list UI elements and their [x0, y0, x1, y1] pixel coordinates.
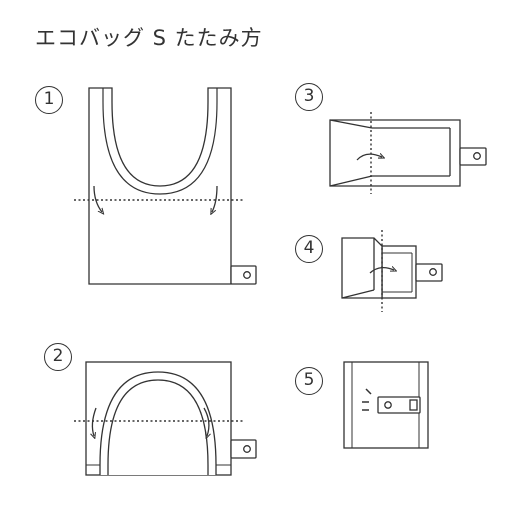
step-2-bag — [74, 361, 257, 476]
step-5-number: 5 — [295, 367, 323, 395]
step-1-arrow-left — [93, 185, 102, 212]
step-4-tab — [415, 263, 443, 282]
step-1-tab-hole — [243, 271, 251, 279]
step-4-tab-hole — [429, 268, 437, 276]
step-3-number: 3 — [295, 83, 323, 111]
step-4-number: 4 — [295, 235, 323, 263]
page-title: エコバッグ S たたみ方 — [35, 26, 263, 50]
step-1-number: 1 — [35, 86, 63, 114]
step-4-bag — [341, 230, 443, 312]
step-3-bag — [329, 112, 487, 194]
step-4-arrow — [369, 268, 394, 274]
step-2-arrow-right — [203, 407, 209, 436]
step-1-arrow-right — [212, 185, 218, 212]
step-3-tab-hole — [473, 152, 481, 160]
step-5-tab-hole — [384, 401, 392, 409]
step-3-arrow — [356, 154, 382, 161]
step-3-tab — [459, 147, 487, 166]
step-5-bag — [343, 361, 429, 449]
step-2-arrow-left — [92, 407, 97, 436]
step-5-snap-marks — [362, 388, 372, 411]
step-1-bag — [74, 87, 257, 285]
step-2-tab-hole — [243, 445, 251, 453]
step-2-number: 2 — [44, 343, 72, 371]
